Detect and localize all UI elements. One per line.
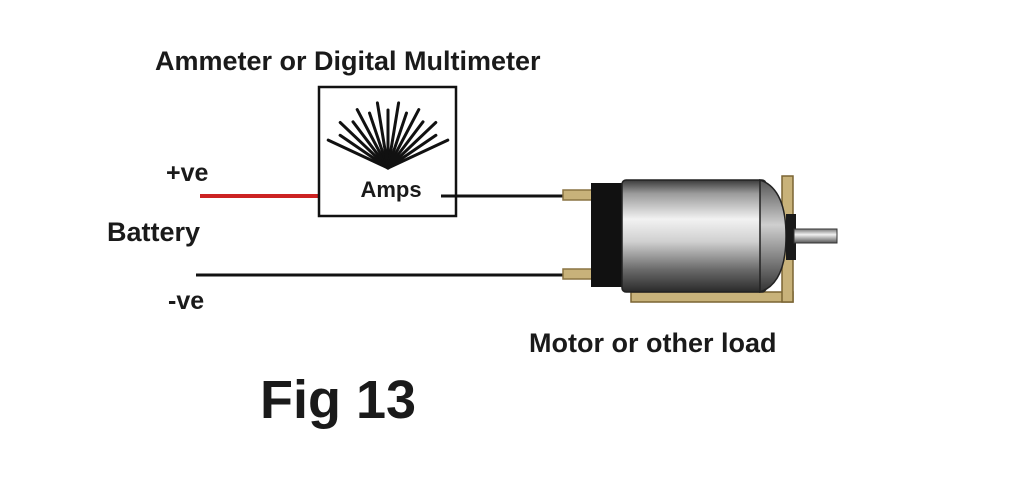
meter-scale-line: [386, 138, 450, 170]
motor-terminal-bottom: [562, 268, 596, 280]
negative-terminal-label: -ve: [168, 287, 204, 315]
motor-boss: [786, 214, 796, 260]
meter-unit-label: Amps: [360, 177, 421, 202]
meter-scale-line: [368, 111, 390, 170]
meter-scale-line: [351, 120, 390, 170]
motor-body: [621, 179, 767, 293]
meter-scale-line: [386, 108, 421, 170]
dc-motor-icon: [562, 175, 838, 303]
meter-scale-line: [338, 121, 390, 170]
meter-scale-line: [386, 111, 408, 170]
ammeter-scale-icon: [326, 101, 450, 170]
meter-scale-line: [338, 133, 390, 170]
meter-scale-line: [326, 138, 390, 170]
motor-bracket-base: [630, 291, 794, 303]
figure-label: Fig 13: [260, 370, 416, 430]
meter-scale-line: [375, 101, 390, 170]
load-label: Motor or other load: [529, 328, 776, 358]
meter-scale-line: [386, 133, 438, 170]
motor-shaft: [793, 228, 838, 244]
positive-terminal-label: +ve: [166, 159, 209, 187]
meter-scale-line: [386, 120, 425, 170]
meter-scale-line: [386, 101, 401, 170]
ammeter: Amps: [317, 85, 458, 218]
meter-scale-line: [386, 121, 438, 170]
battery-label: Battery: [107, 217, 200, 247]
motor-terminal-top: [562, 189, 596, 201]
meter-title: Ammeter or Digital Multimeter: [155, 46, 541, 76]
motor-endcap: [591, 183, 625, 287]
meter-scale-line: [355, 108, 390, 170]
